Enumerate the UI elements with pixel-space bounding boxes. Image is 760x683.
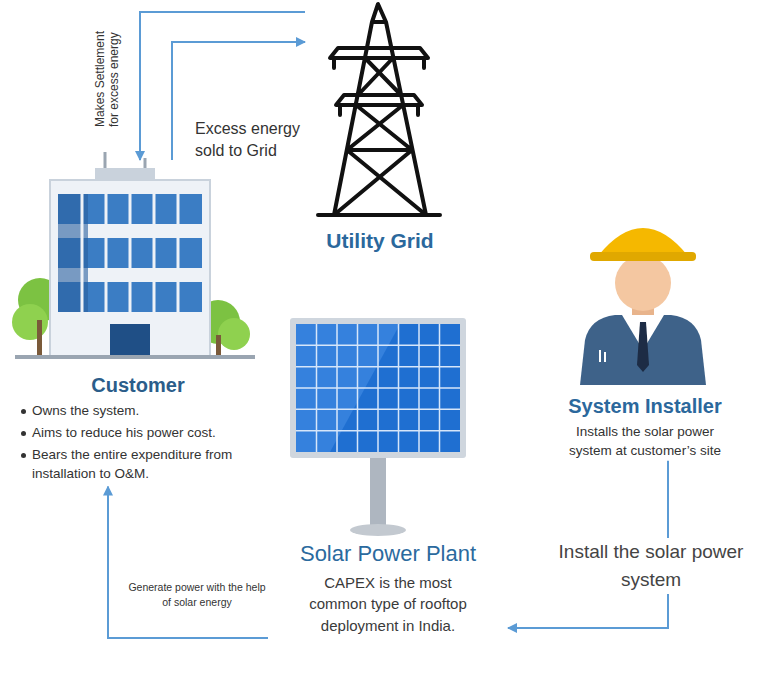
node-heading: Solar Power Plant: [268, 540, 508, 568]
node-heading: Customer: [18, 373, 258, 398]
hard-hat: [598, 228, 688, 256]
node-text: Owns the system.: [18, 402, 282, 421]
building-frame: [50, 180, 210, 356]
node-text: Installs the solar power system at custo…: [555, 423, 735, 461]
node-text: CAPEX is the most common type of rooftop…: [296, 572, 481, 637]
node-heading: Utility Grid: [305, 228, 455, 254]
node-heading: System Installer: [540, 394, 750, 419]
node-text: Bears the entire expenditure from instal…: [18, 446, 282, 484]
building-icon: [12, 152, 255, 359]
panel-base: [350, 524, 406, 536]
ground: [15, 355, 255, 359]
customer-node: CustomerOwns the system. Aims to reduce h…: [18, 160, 290, 487]
tower-icon: [318, 4, 440, 215]
node-text: Aims to reduce his power cost.: [18, 424, 282, 443]
entrance: [110, 324, 150, 356]
edge-label: Generate power with the help of solar en…: [128, 580, 266, 610]
tree-trunk: [37, 320, 42, 356]
tie: [637, 322, 649, 372]
jacket: [580, 315, 706, 385]
tower-frame: [318, 4, 440, 215]
cell-grid: [296, 324, 460, 452]
edge-label: Excess energy sold to Grid: [195, 118, 317, 162]
plant-node: Solar Power PlantCAPEX is the most commo…: [268, 318, 508, 637]
tree: [12, 304, 48, 340]
panel-stand: [370, 456, 386, 528]
window-mullions: [82, 194, 178, 312]
solar-panel-icon: [290, 318, 466, 536]
edge-label: Makes Settlement for excess energy: [93, 27, 121, 127]
pocket-pens: [600, 350, 605, 362]
hat-brim: [590, 252, 696, 261]
face: [615, 255, 671, 311]
grid-node: Utility Grid: [305, 0, 455, 254]
panel-cells: [296, 324, 460, 452]
installer-node: System InstallerInstalls the solar power…: [540, 222, 750, 461]
installer-icon: [580, 228, 706, 385]
tree: [218, 318, 250, 350]
tree-trunk: [216, 335, 221, 356]
edge-label: Install the solar power system: [558, 538, 744, 594]
flow-arrow: [108, 487, 268, 638]
panel-frame: [290, 318, 466, 458]
